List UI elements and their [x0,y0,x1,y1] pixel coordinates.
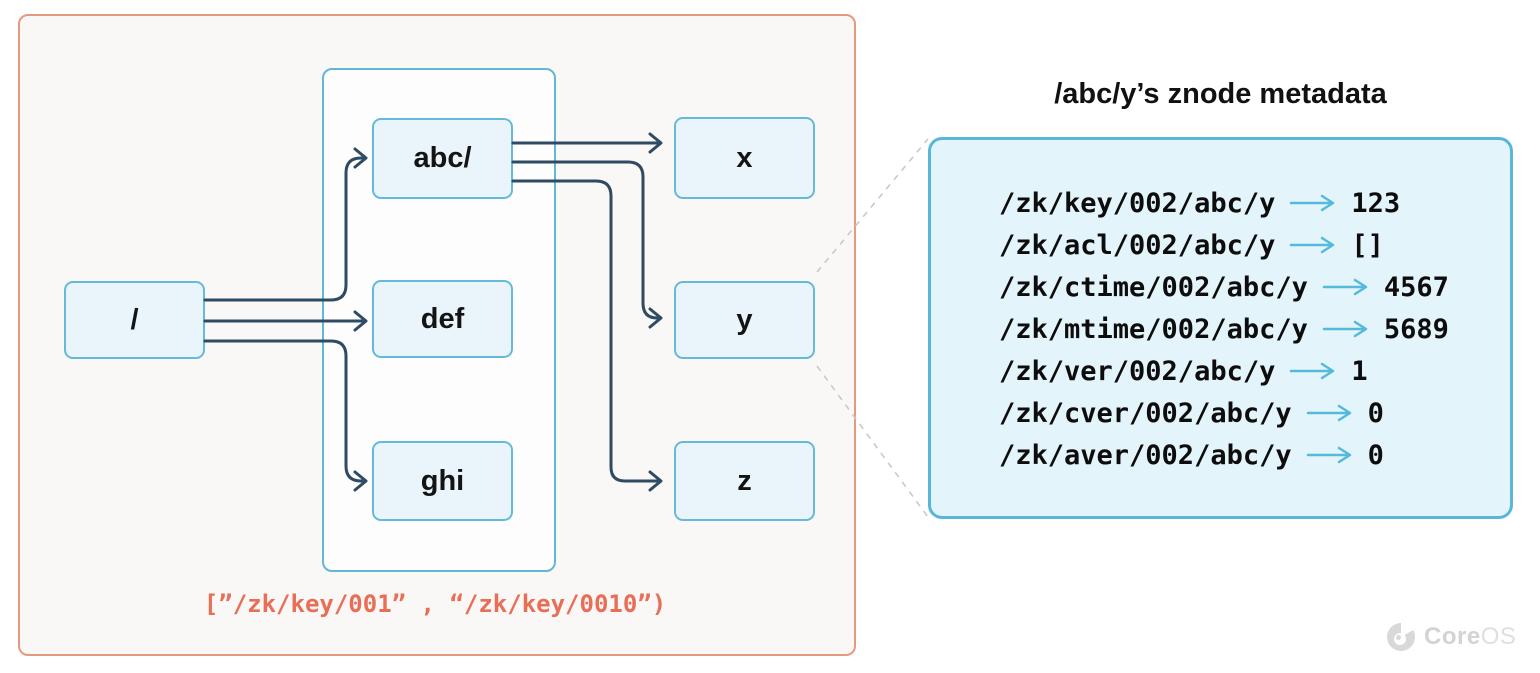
coreos-logo-core-text: Core [1424,623,1481,650]
metadata-key-path: /zk/ver/002/abc/y [999,355,1276,387]
metadata-value: 0 [1367,397,1384,429]
tree-node-abc: abc/ [372,118,513,199]
metadata-panel: /zk/key/002/abc/y 123 /zk/acl/002/abc/y … [928,137,1513,519]
metadata-value: 5689 [1383,313,1449,345]
metadata-row: /zk/acl/002/abc/y [] [999,224,1510,266]
metadata-key-path: /zk/ctime/002/abc/y [999,271,1308,303]
metadata-key-path: /zk/acl/002/abc/y [999,229,1276,261]
metadata-row: /zk/aver/002/abc/y 0 [999,434,1510,476]
metadata-value: 4567 [1383,271,1449,303]
right-arrow-icon [1322,320,1368,338]
metadata-value: 123 [1351,187,1401,219]
tree-node-def: def [372,280,513,358]
tree-node-abc-label: abc/ [413,142,472,174]
metadata-row: /zk/ver/002/abc/y 1 [999,350,1510,392]
right-arrow-icon [1322,278,1368,296]
tree-node-z-label: z [737,464,752,497]
tree-node-x: x [674,117,815,199]
metadata-key-path: /zk/key/002/abc/y [999,187,1276,219]
right-arrow-icon [1290,362,1335,380]
metadata-title: /abc/y’s znode metadata [1054,78,1387,110]
tree-node-ghi: ghi [372,441,513,521]
metadata-row: /zk/ctime/002/abc/y 4567 [999,266,1510,308]
tree-node-root-label: / [130,303,139,336]
tree-node-y: y [674,281,815,359]
key-range-caption: [”/zk/key/001” , “/zk/key/0010”) [203,590,667,618]
metadata-row: /zk/cver/002/abc/y 0 [999,392,1510,434]
metadata-row: /zk/key/002/abc/y 123 [999,182,1510,224]
metadata-key-path: /zk/aver/002/abc/y [999,439,1292,471]
tree-node-root: / [64,281,205,359]
tree-node-ghi-label: ghi [420,464,465,497]
metadata-row: /zk/mtime/002/abc/y 5689 [999,308,1510,350]
coreos-logo: Core OS [1386,622,1516,652]
tree-node-z: z [674,441,815,521]
right-arrow-icon [1306,404,1351,422]
tree-node-y-label: y [736,303,753,336]
metadata-value: 0 [1367,439,1384,471]
right-arrow-icon [1290,194,1335,212]
right-arrow-icon [1306,446,1351,464]
tree-node-def-label: def [420,302,465,335]
metadata-value: 1 [1351,355,1368,387]
tree-node-x-label: x [736,141,753,174]
right-arrow-icon [1290,236,1335,254]
coreos-logo-icon [1387,622,1415,651]
metadata-key-path: /zk/cver/002/abc/y [999,397,1292,429]
metadata-key-path: /zk/mtime/002/abc/y [999,313,1308,345]
coreos-logo-os-text: OS [1480,623,1517,650]
metadata-value: [] [1351,229,1384,261]
